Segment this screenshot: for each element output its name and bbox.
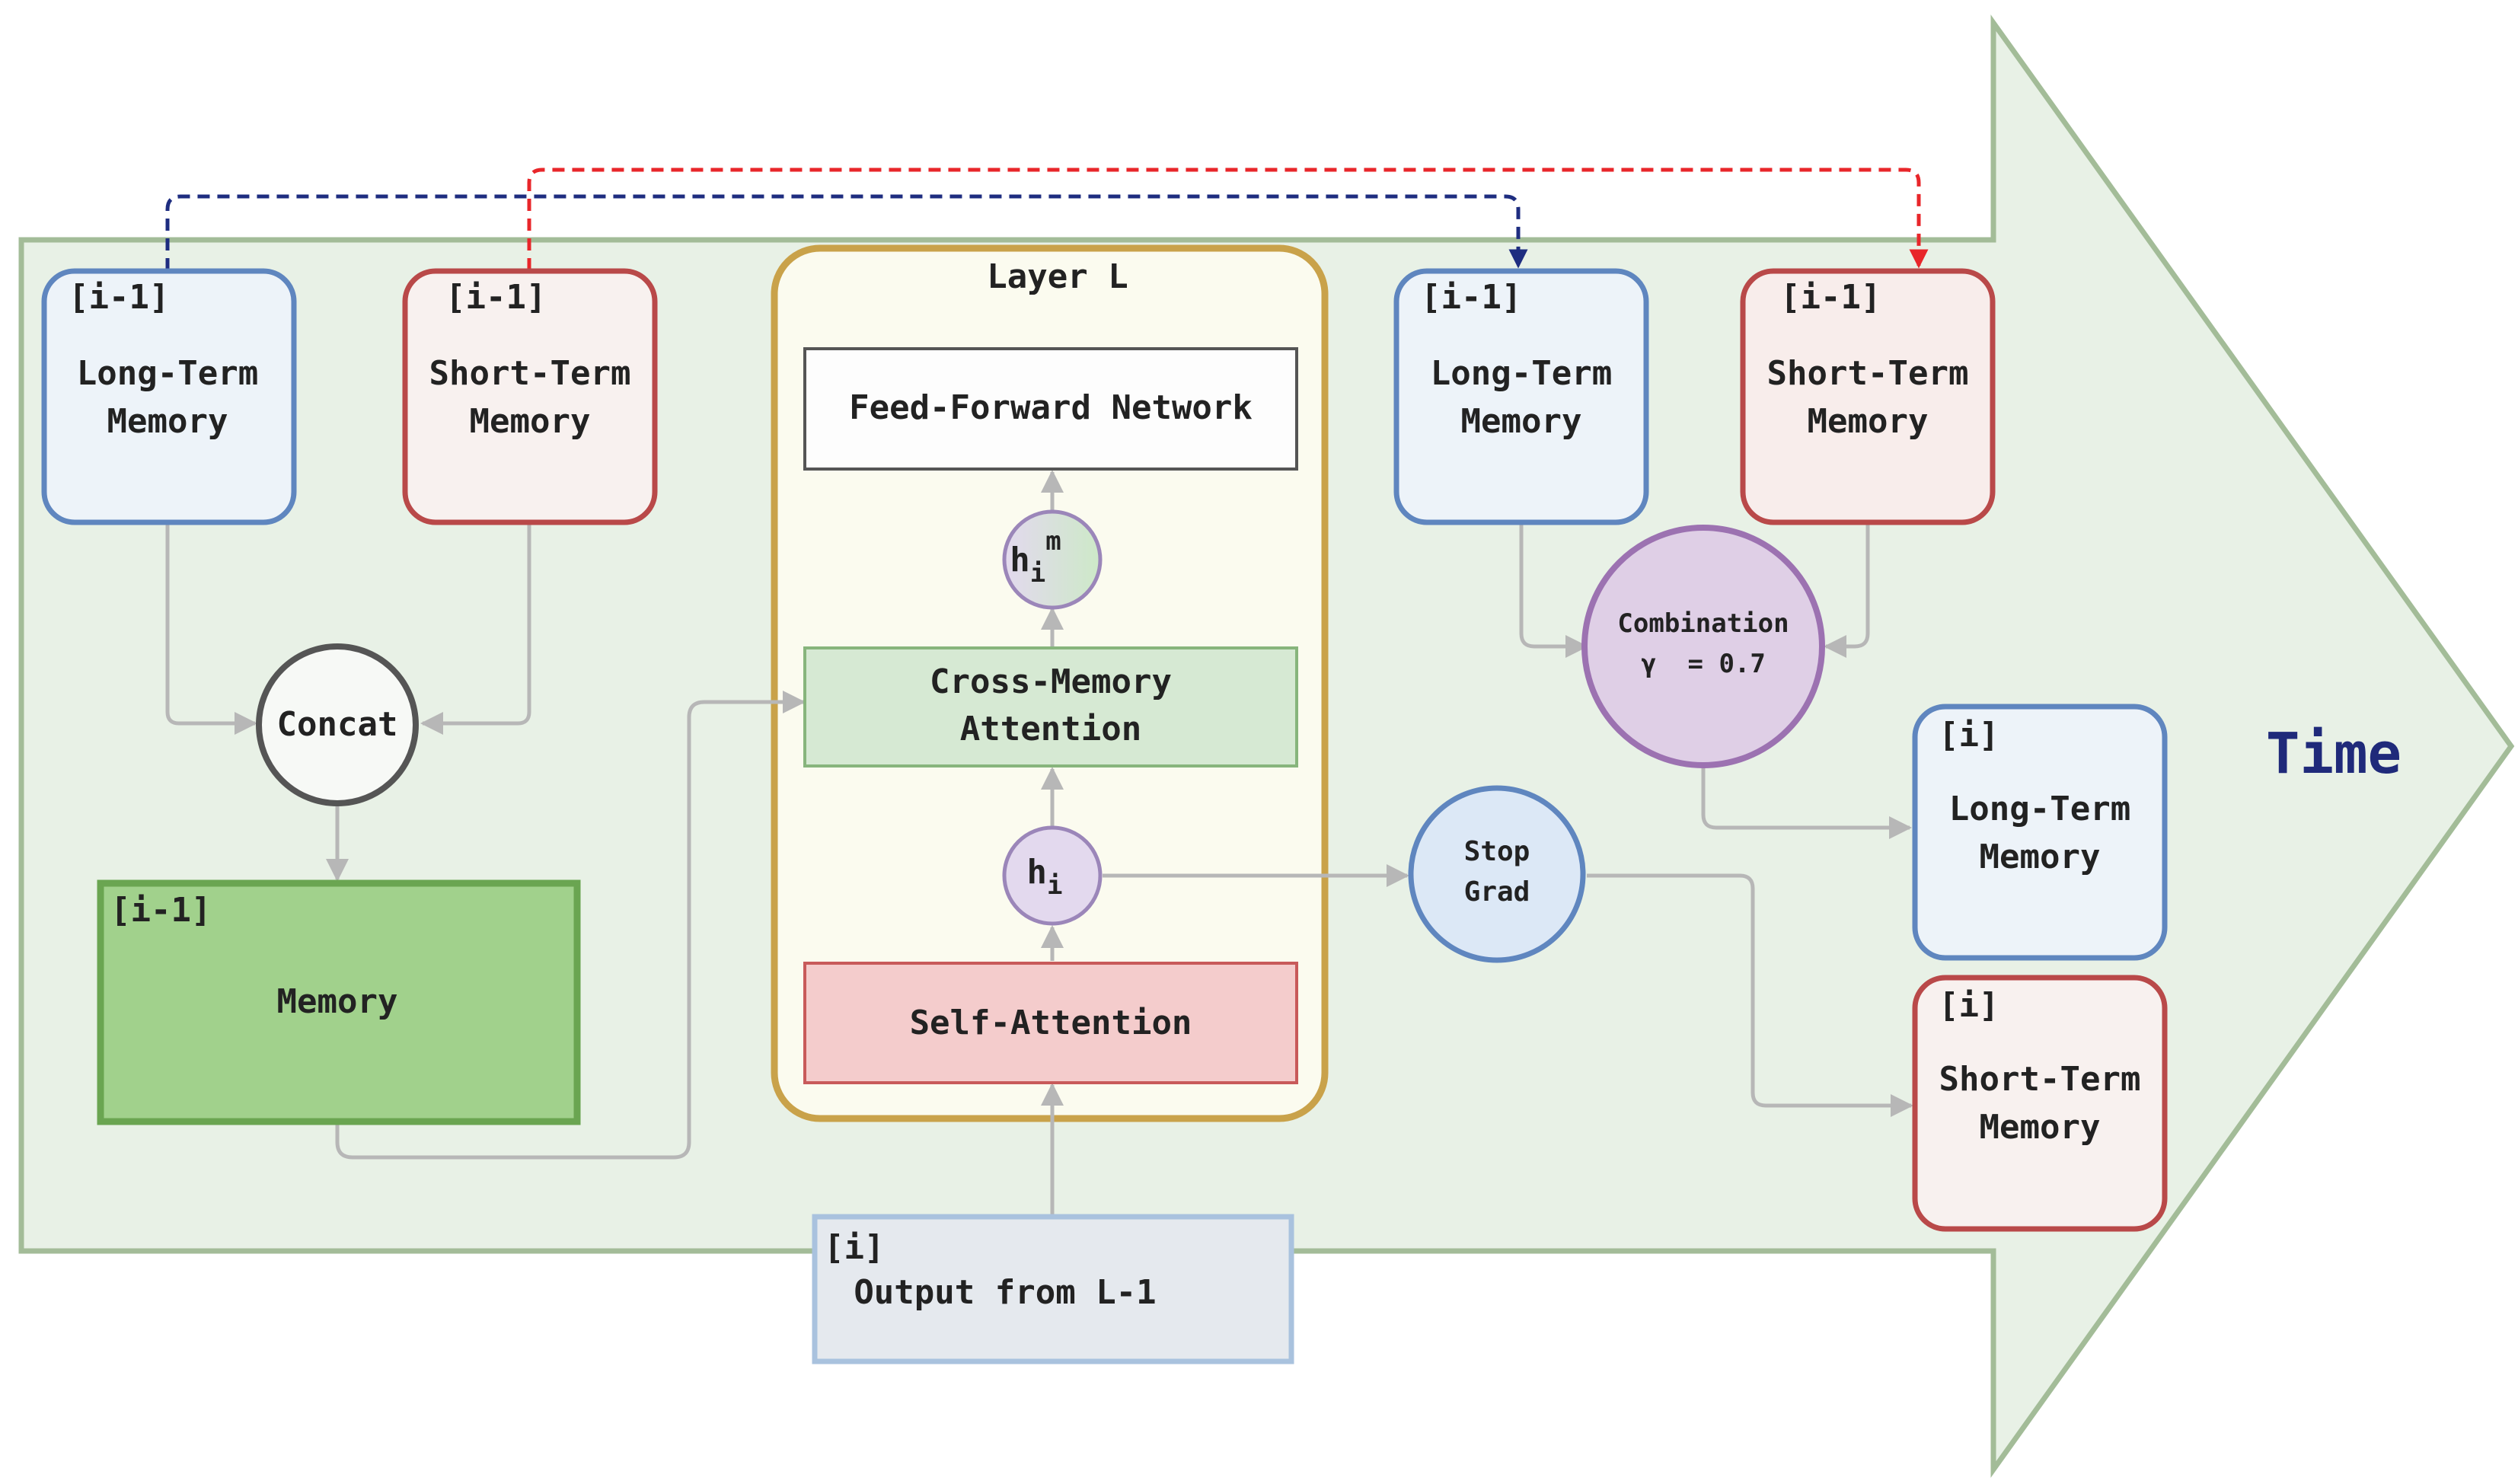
new-short-term-tag: [i] [1939, 986, 1999, 1025]
right-short-term-line1: Short-Term [1767, 354, 1969, 393]
hi-node: hi [1002, 825, 1103, 926]
hi-sub: i [1047, 870, 1062, 901]
new-short-term-line1: Short-Term [1939, 1060, 2141, 1099]
stop-grad-node: Stop Grad [1408, 785, 1586, 963]
stop-grad-line1: Stop [1464, 836, 1530, 867]
self-attention-label: Self-Attention [910, 1004, 1192, 1042]
right-short-term-tag: [i-1] [1780, 278, 1881, 317]
arrow-memory-to-cross-attention [335, 691, 806, 1160]
prev-memory-label: Memory [277, 982, 398, 1021]
prev-memory: [i-1] Memory [97, 879, 581, 1125]
new-long-term-tag: [i] [1939, 716, 1999, 755]
combination-node: Combination γ = 0.7 [1581, 525, 1825, 768]
stop-grad-line2: Grad [1464, 876, 1530, 908]
combination-label: Combination [1617, 608, 1789, 639]
him-node: him [1002, 509, 1103, 610]
prev-long-term-memory: [i-1] Long-Term Memory [41, 268, 297, 525]
combination-gamma: γ = 0.7 [1641, 649, 1766, 679]
concat-label: Concat [277, 705, 398, 744]
him-sup: m [1045, 526, 1061, 557]
arrow-combination-to-new-long-term [1701, 768, 1912, 839]
cross-attention-line1: Cross-Memory [930, 662, 1172, 701]
right-long-term-tag: [i-1] [1421, 278, 1521, 317]
arrow-prev-short-to-concat [420, 522, 531, 735]
layer-title: Layer L [987, 257, 1128, 296]
output-label: Output from L-1 [854, 1273, 1156, 1312]
arrow-short-to-combination [1824, 522, 1870, 658]
long-term-carry-link [165, 194, 1528, 270]
right-short-term-line2: Memory [1808, 402, 1929, 441]
right-prev-long-term-memory: [i-1] Long-Term Memory [1393, 268, 1649, 525]
prev-short-term-memory: [i-1] Short-Term Memory [402, 268, 658, 525]
hi-base: h [1027, 853, 1048, 892]
short-term-carry-link [527, 168, 1929, 270]
new-long-term-line1: Long-Term [1949, 790, 2130, 828]
new-long-term-memory: [i] Long-Term Memory [1912, 704, 2168, 961]
new-short-term-memory: [i] Short-Term Memory [1912, 975, 2168, 1232]
him-base: h [1010, 541, 1030, 579]
right-prev-short-term-memory: [i-1] Short-Term Memory [1740, 268, 1996, 525]
concat-node: Concat [256, 643, 419, 806]
prev-short-term-line1: Short-Term [429, 354, 631, 393]
ffn-block: Feed-Forward Network [803, 347, 1298, 471]
ffn-label: Feed-Forward Network [849, 388, 1253, 427]
self-attention-block: Self-Attention [803, 962, 1298, 1084]
right-long-term-line1: Long-Term [1431, 354, 1612, 393]
time-label: Time [2266, 721, 2402, 787]
him-sub: i [1030, 558, 1045, 589]
output-from-prev-layer: [i] Output from L-1 [812, 1214, 1294, 1364]
svg-text:hi: hi [1027, 853, 1063, 901]
right-long-term-line2: Memory [1461, 402, 1582, 441]
cross-memory-attention-block: Cross-Memory Attention [803, 646, 1298, 768]
prev-long-term-tag: [i-1] [69, 278, 169, 317]
prev-short-term-tag: [i-1] [445, 278, 546, 317]
new-long-term-line2: Memory [1980, 838, 2101, 876]
cross-attention-line2: Attention [960, 710, 1141, 748]
prev-short-term-line2: Memory [470, 402, 591, 441]
arrow-stop-grad-to-new-short-term [1587, 873, 1913, 1117]
arrow-prev-long-to-concat [165, 522, 257, 735]
arrow-long-to-combination [1519, 522, 1588, 658]
output-tag: [i] [824, 1228, 884, 1267]
prev-long-term-line1: Long-Term [77, 354, 258, 393]
svg-text:him: him [1010, 526, 1061, 589]
new-short-term-line2: Memory [1980, 1108, 2101, 1147]
prev-long-term-line2: Memory [107, 402, 228, 441]
prev-memory-tag: [i-1] [110, 891, 211, 930]
